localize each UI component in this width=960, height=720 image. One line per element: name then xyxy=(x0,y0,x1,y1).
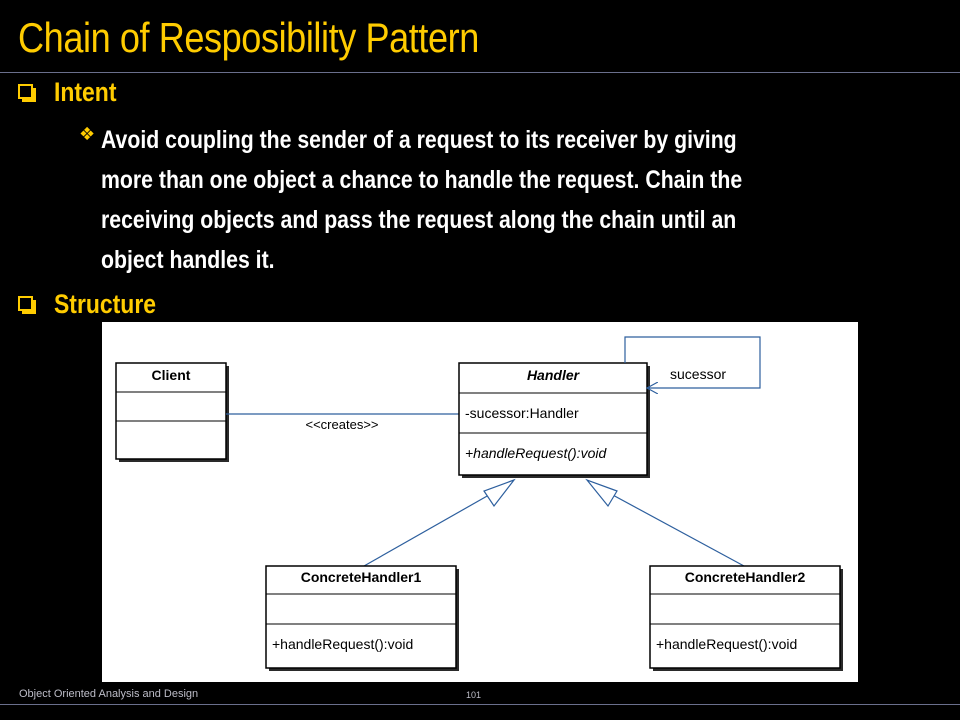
footer-course-title: Object Oriented Analysis and Design xyxy=(19,688,199,700)
handler-class-name: Handler xyxy=(527,367,581,383)
concrete-handler2-name: ConcreteHandler2 xyxy=(685,569,806,585)
creates-association: <<creates>> xyxy=(226,413,459,432)
concrete-handler2-class: ConcreteHandler2 +handleRequest():void xyxy=(649,565,843,671)
inheritance-triangle-icon xyxy=(585,478,618,508)
slide-title: Chain of Resposibility Pattern xyxy=(18,14,479,61)
intent-line: receiving objects and pass the request a… xyxy=(101,206,737,234)
concrete-handler1-name: ConcreteHandler1 xyxy=(301,569,422,585)
checkbox-bullet-icon xyxy=(18,296,36,314)
uml-class-diagram: Client <<creates>> Handler -sucessor:Han… xyxy=(102,322,858,682)
client-class: Client xyxy=(115,362,229,462)
handler-class: Handler -sucessor:Handler +handleRequest… xyxy=(458,362,650,478)
concrete-handler1-operation: +handleRequest():void xyxy=(272,636,413,652)
title-divider xyxy=(0,72,960,73)
concrete-handler1-class: ConcreteHandler1 +handleRequest():void xyxy=(265,565,459,671)
intent-description: Avoid coupling the sender of a request t… xyxy=(101,120,917,280)
diamond-bullet-icon: ❖ xyxy=(79,124,96,145)
successor-association: sucessor xyxy=(624,336,761,388)
concrete-handler2-operation: +handleRequest():void xyxy=(656,636,797,652)
inheritance-triangle-icon xyxy=(483,478,516,508)
handler-operation: +handleRequest():void xyxy=(465,445,607,461)
structure-heading: Structure xyxy=(54,288,157,319)
intent-line: more than one object a chance to handle … xyxy=(101,166,743,194)
generalization-arrows xyxy=(363,478,745,567)
structure-bullet: Structure xyxy=(18,288,174,320)
intent-line: object handles it. xyxy=(101,246,275,274)
checkbox-bullet-icon xyxy=(18,84,36,102)
intent-line: Avoid coupling the sender of a request t… xyxy=(101,126,737,154)
handler-attribute: -sucessor:Handler xyxy=(465,405,579,421)
intent-bullet: Intent xyxy=(18,76,128,108)
footer-divider xyxy=(0,704,960,705)
intent-heading: Intent xyxy=(54,76,117,107)
creates-label: <<creates>> xyxy=(306,417,379,432)
client-class-name: Client xyxy=(152,367,191,383)
footer-page-number: 101 xyxy=(466,690,482,700)
successor-label: sucessor xyxy=(670,366,726,382)
